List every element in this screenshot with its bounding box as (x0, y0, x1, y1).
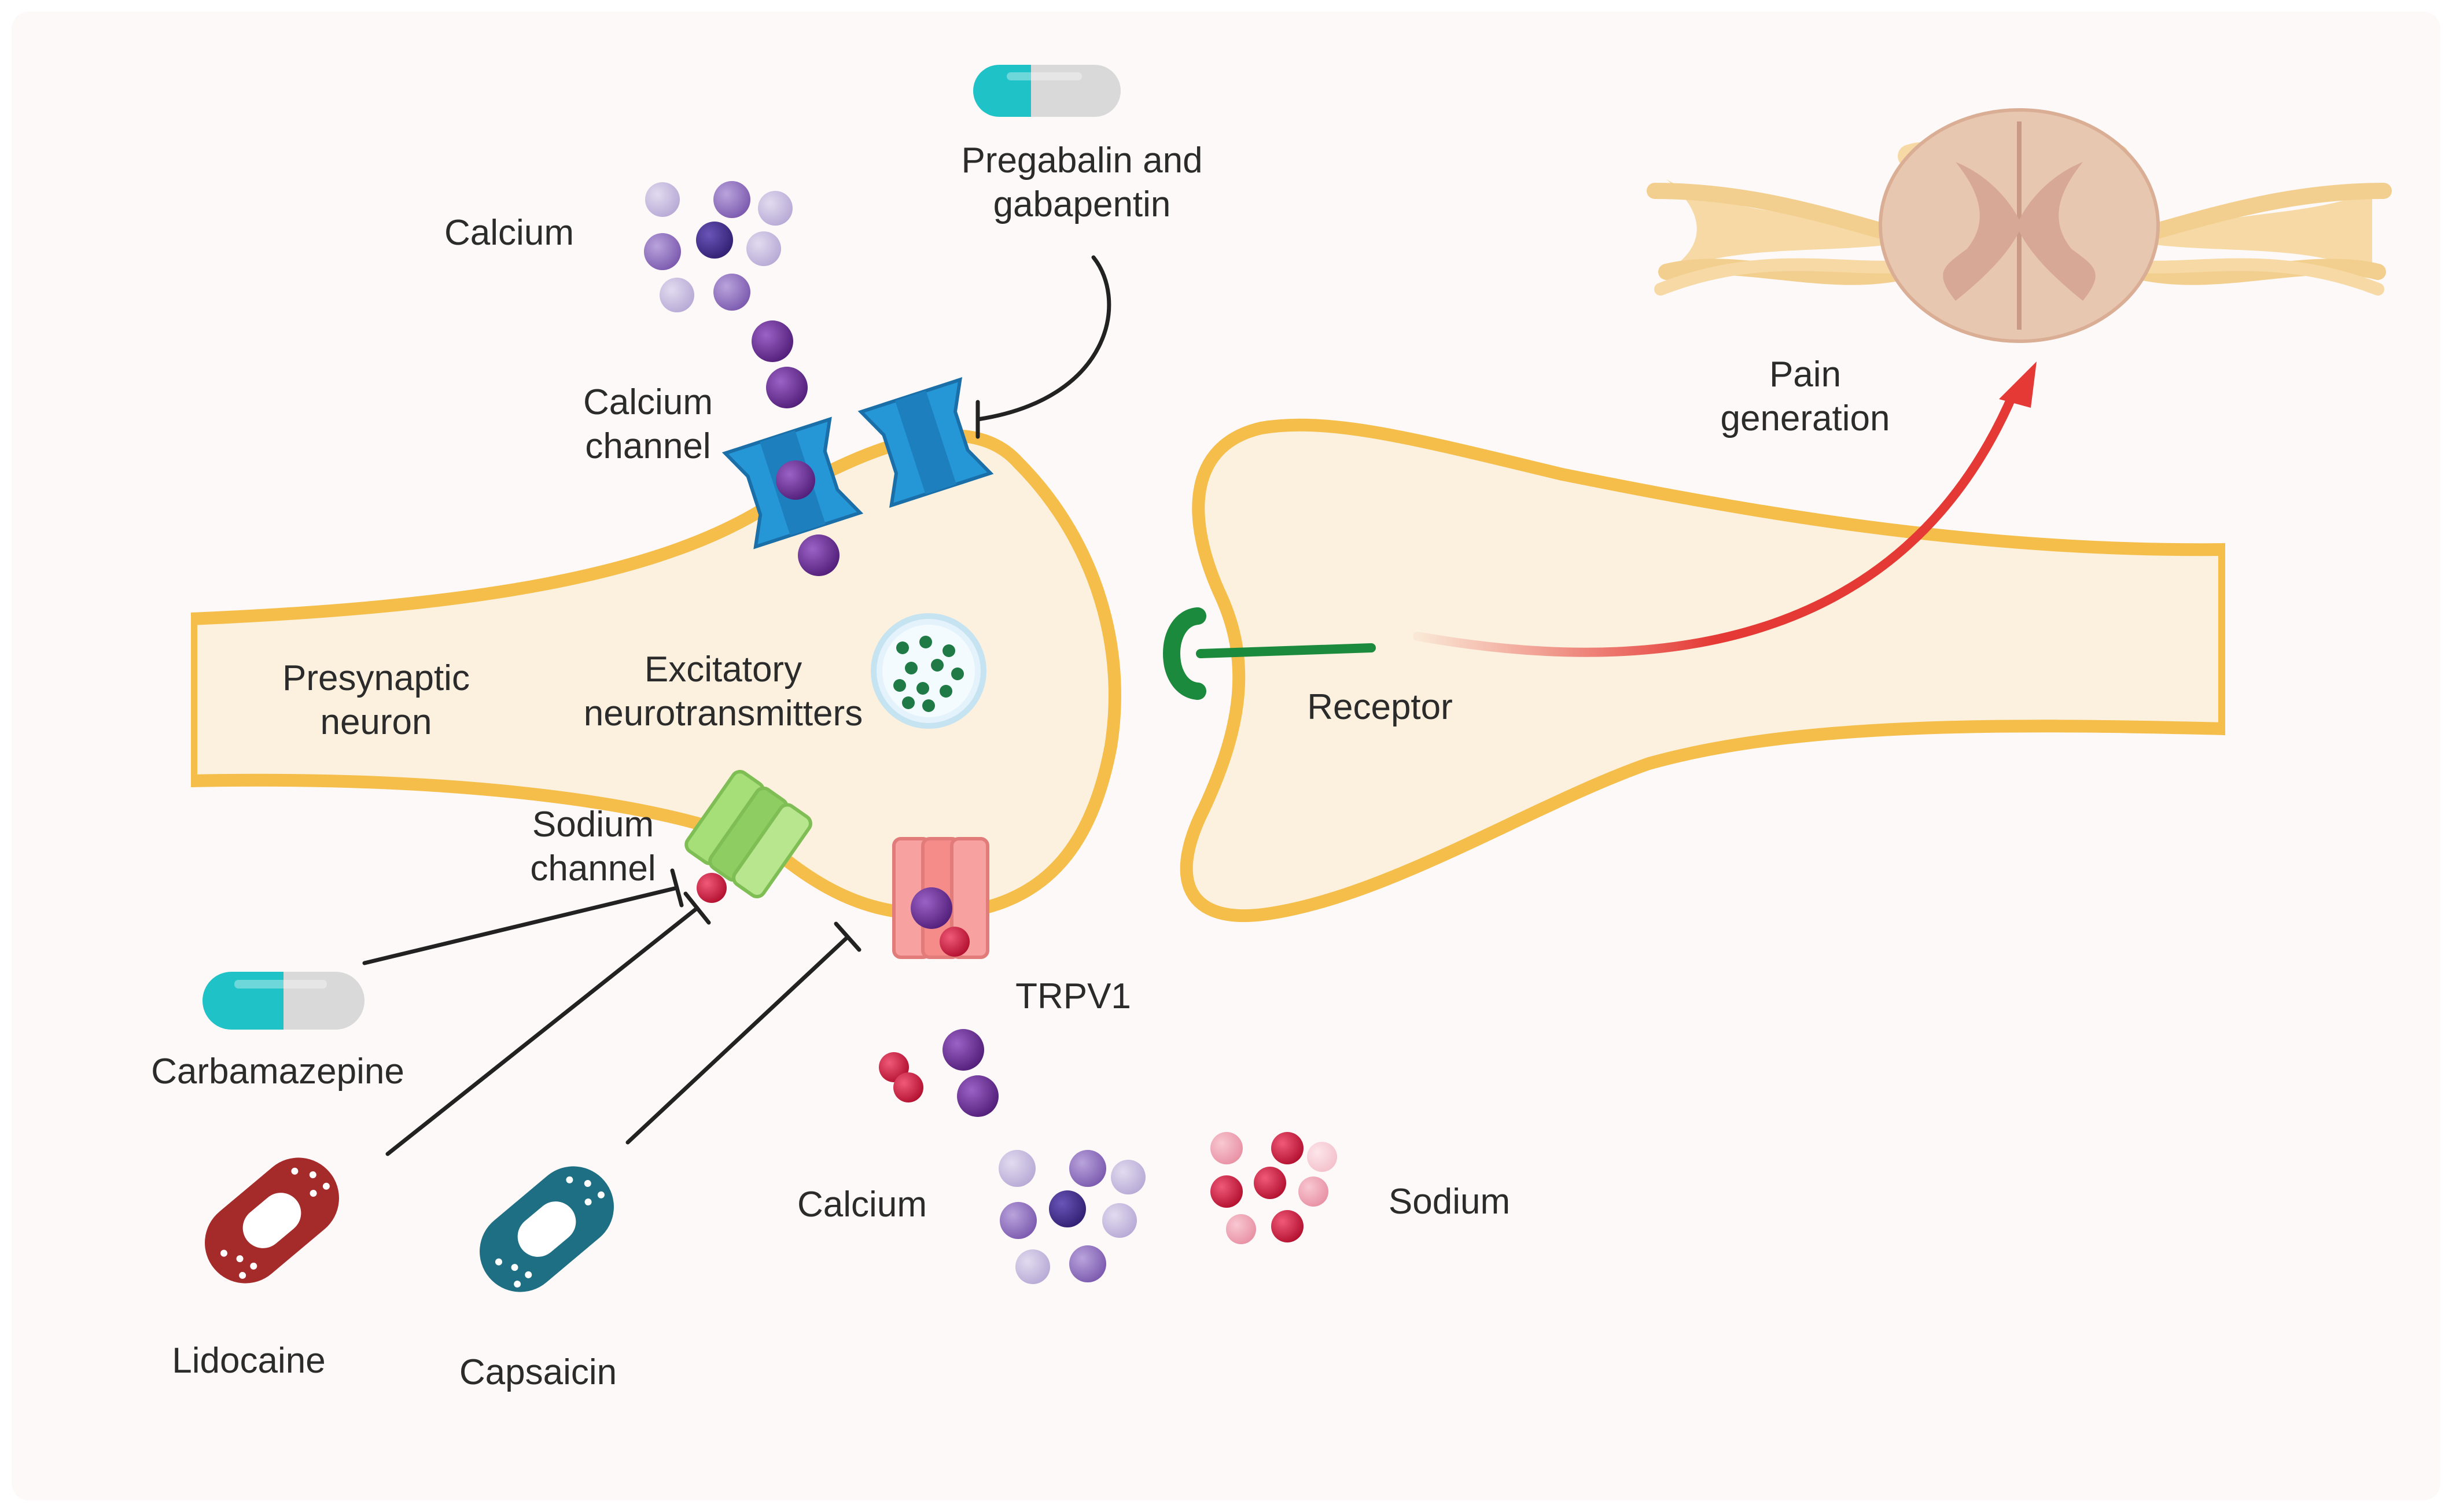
postsynaptic-neuron (1180, 418, 2231, 923)
neurotransmitter-dot (951, 668, 964, 680)
sodium-channel-label: Sodium channel (509, 803, 677, 891)
capsule-icon (973, 65, 1121, 117)
ion-sphere (893, 1072, 923, 1102)
receptor-icon (1163, 607, 1376, 700)
calcium-top-label: Calcium (444, 213, 574, 253)
capsaicin-label: Capsaicin (459, 1352, 617, 1392)
ion-sphere (1254, 1167, 1286, 1199)
neurotransmitter-dot (931, 659, 944, 672)
pain-generation-label-line1: Pain (1769, 355, 1842, 394)
neurotransmitter-dot (916, 682, 929, 695)
excitatory-neurotransmitters-label-line2: neurotransmitters (583, 694, 863, 733)
ion-sphere (776, 460, 815, 500)
ion-sphere (713, 181, 750, 218)
neurotransmitter-dot (896, 641, 909, 654)
sodium-channel-icon (684, 770, 812, 899)
ion-sphere (1111, 1160, 1146, 1194)
presynaptic-neuron-label-line1: Presynaptic (282, 658, 470, 698)
ion-sphere (957, 1075, 999, 1117)
pregabalin-label-line2: gabapentin (993, 185, 1171, 224)
capsule-icon (203, 972, 365, 1030)
sodium-channel-label-line2: channel (530, 849, 656, 888)
ion-sphere (697, 873, 727, 903)
sodium-channel-label-line1: Sodium (532, 805, 654, 844)
pain-arrow-head (1999, 362, 2037, 408)
ion-sphere (999, 1150, 1036, 1187)
pain-generation-label: Pain generation (1695, 353, 1915, 441)
ions (644, 181, 1337, 1284)
calcium-bottom-label: Calcium (797, 1185, 927, 1225)
ion-sphere (746, 231, 781, 266)
lidocaine-label: Lidocaine (172, 1341, 326, 1381)
inhibition-lines (362, 255, 1111, 1156)
capsaicin-patch-icon (480, 1166, 614, 1292)
ion-sphere (1069, 1150, 1106, 1187)
ion-sphere (644, 233, 681, 270)
pregabalin-label-line1: Pregabalin and (961, 141, 1203, 180)
excitatory-neurotransmitters-label: Excitatory neurotransmitters (561, 648, 885, 736)
neurotransmitter-dot (942, 644, 955, 657)
neurotransmitter-dot (905, 662, 918, 674)
ion-sphere (1000, 1202, 1037, 1239)
calcium-channel-icon (857, 377, 994, 508)
vesicle-dots (893, 636, 964, 712)
trpv1-label: TRPV1 (1015, 976, 1131, 1016)
ion-sphere (1226, 1214, 1256, 1244)
lidocaine-patch-icon (205, 1157, 339, 1284)
ion-sphere (1271, 1132, 1304, 1164)
ion-sphere (1210, 1132, 1243, 1164)
carbamazepine-label: Carbamazepine (151, 1052, 404, 1091)
neurotransmitter-dot (919, 636, 932, 648)
neurotransmitter-dot (940, 685, 952, 698)
ion-sphere (758, 191, 793, 226)
ion-sphere (660, 278, 694, 312)
ion-sphere (1210, 1175, 1243, 1208)
pain-generation-label-line2: generation (1720, 399, 1890, 438)
excitatory-neurotransmitters-label-line1: Excitatory (644, 650, 802, 689)
ion-sphere (645, 182, 680, 217)
sodium-label: Sodium (1388, 1182, 1511, 1222)
ion-sphere (766, 367, 808, 408)
presynaptic-neuron-label: Presynaptic neuron (260, 657, 492, 744)
ion-sphere (798, 534, 840, 576)
receptor-label: Receptor (1307, 687, 1453, 727)
ion-sphere (1102, 1203, 1137, 1238)
pain-arrow (1413, 389, 2018, 657)
ion-sphere (1069, 1245, 1106, 1282)
calcium-channel-label: Calcium channel (555, 381, 741, 469)
ion-sphere (713, 274, 750, 311)
calcium-channel-label-line2: channel (585, 426, 711, 466)
trpv1-channel-icon (892, 837, 989, 959)
ion-sphere (752, 320, 793, 362)
neurotransmitter-dot (893, 679, 906, 692)
ion-sphere (911, 887, 952, 929)
pregabalin-label: Pregabalin and gabapentin (903, 139, 1261, 227)
spinal-cord-icon (1647, 108, 2392, 343)
neurotransmitter-dot (902, 696, 915, 709)
neurotransmitter-dot (922, 699, 935, 712)
ion-sphere (696, 222, 733, 259)
ion-sphere (1049, 1190, 1086, 1227)
ion-sphere (1015, 1249, 1050, 1284)
ion-sphere (1307, 1142, 1337, 1172)
ion-sphere (940, 927, 970, 957)
calcium-channel-label-line1: Calcium (583, 382, 713, 422)
presynaptic-neuron-label-line2: neuron (320, 702, 432, 742)
ion-sphere (1298, 1177, 1328, 1207)
ion-sphere (1271, 1210, 1304, 1242)
ion-sphere (942, 1029, 984, 1071)
